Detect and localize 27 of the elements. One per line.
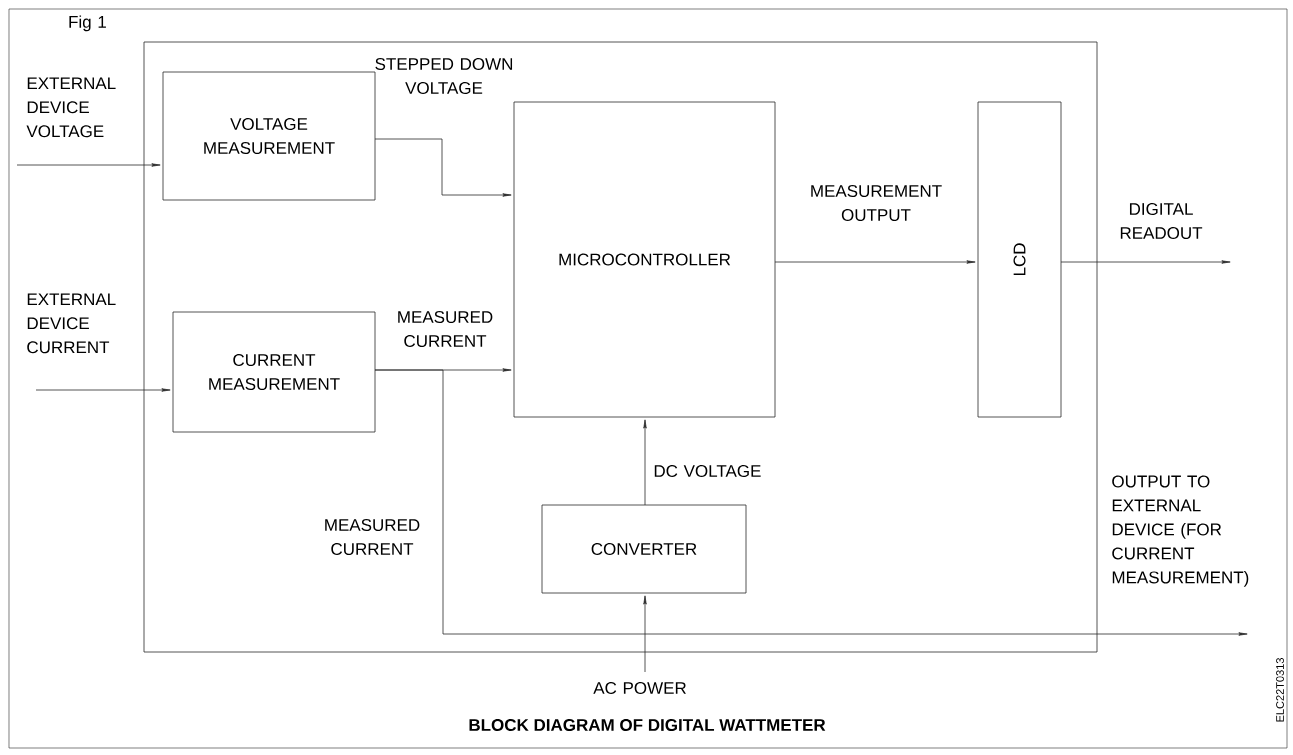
- arrow: [643, 419, 647, 506]
- edge-label: EXTERNAL DEVICE CURRENT: [27, 293, 116, 354]
- edge-label: EXTERNAL DEVICE VOLTAGE: [26, 77, 116, 138]
- block-box: CONVERTER: [541, 504, 747, 594]
- arrow: [16, 163, 161, 167]
- arrow: [1060, 260, 1231, 264]
- edge-label: MEASURED CURRENT: [398, 311, 493, 348]
- arrow: [374, 138, 512, 197]
- block-box: VOLTAGE MEASUREMENT: [162, 71, 376, 201]
- arrow: [643, 595, 647, 673]
- arrow: [774, 260, 976, 264]
- block-box: CURRENT MEASUREMENT: [172, 311, 376, 433]
- enclosure-box: [143, 41, 1098, 653]
- edge-label: MEASUREMENT OUTPUT: [811, 185, 942, 222]
- arrow: [374, 369, 1248, 636]
- block-box: LCD: [977, 101, 1062, 418]
- figure-code: ELC22T0313: [1276, 658, 1284, 722]
- caption: BLOCK DIAGRAM OF DIGITAL WATTMETER: [469, 719, 826, 732]
- text-label: Fig 1: [69, 15, 106, 32]
- edge-label: AC POWER: [593, 682, 686, 695]
- edge-label: DC VOLTAGE: [654, 465, 761, 478]
- arrow: [35, 388, 171, 392]
- edge-label: STEPPED DOWN VOLTAGE: [375, 58, 513, 95]
- block-box: MICROCONTROLLER: [513, 101, 776, 418]
- text-label: MEASURED CURRENT: [325, 519, 420, 556]
- edge-label: OUTPUT TO EXTERNAL DEVICE (FOR CURRENT MEASUREMENT): [1112, 475, 1249, 587]
- edge-label: DIGITAL READOUT: [1120, 203, 1203, 240]
